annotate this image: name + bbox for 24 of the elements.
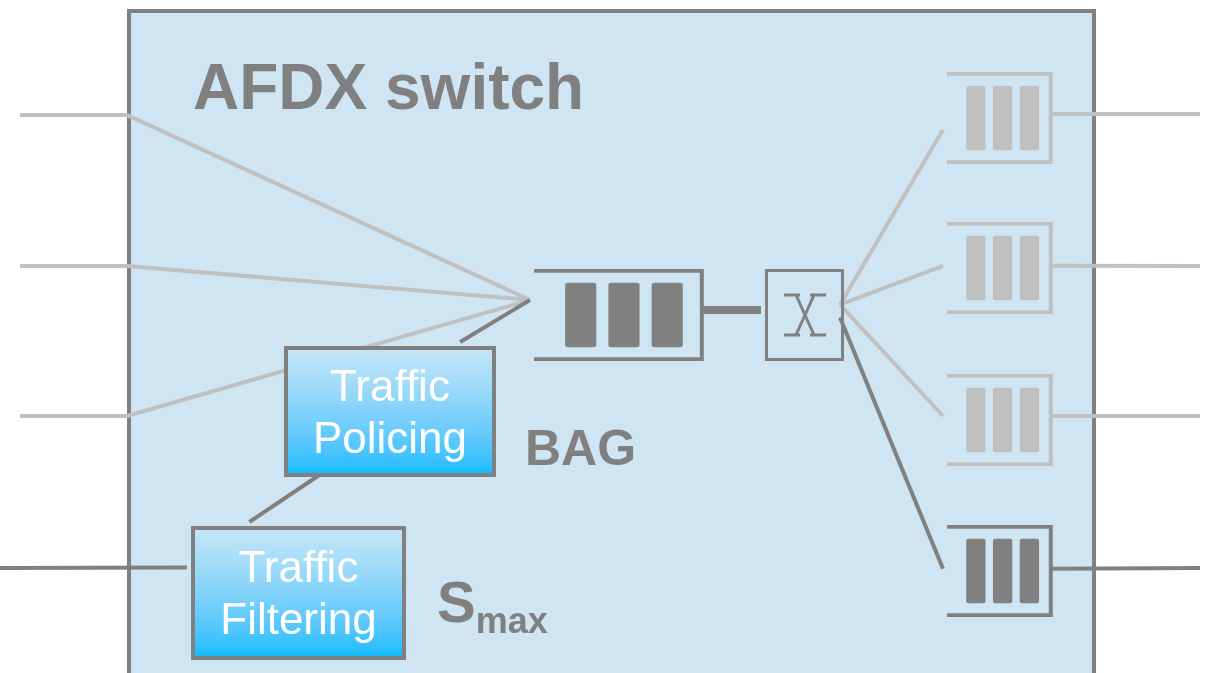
queue-symbol: [947, 525, 1054, 617]
parameter-label: S$_{max}$: [437, 573, 548, 631]
process-box: [191, 526, 406, 660]
connector-line: [1050, 566, 1200, 571]
connector-line: [20, 113, 531, 302]
switch-title: AFDX switch: [193, 55, 585, 119]
connector-line: [1050, 263, 1200, 268]
connector-line: [0, 565, 187, 570]
connector-line: [459, 298, 532, 344]
box-label: Traffic Policing: [311, 359, 469, 464]
connector-line: [1050, 414, 1200, 418]
connector-line: [1050, 112, 1200, 116]
connector-line: [838, 128, 945, 306]
crossbar-box: [765, 269, 844, 361]
queue-symbol: [534, 269, 707, 361]
connector-line: [838, 316, 945, 570]
connector-line: [839, 263, 944, 307]
box-label: Traffic Filtering: [219, 541, 378, 645]
queue-symbol: [947, 374, 1054, 466]
queue-symbol: [947, 222, 1054, 314]
parameter-label: BAG: [525, 423, 637, 473]
process-box: [284, 346, 496, 477]
queue-symbol: [947, 72, 1054, 164]
connector-line: [838, 303, 945, 418]
